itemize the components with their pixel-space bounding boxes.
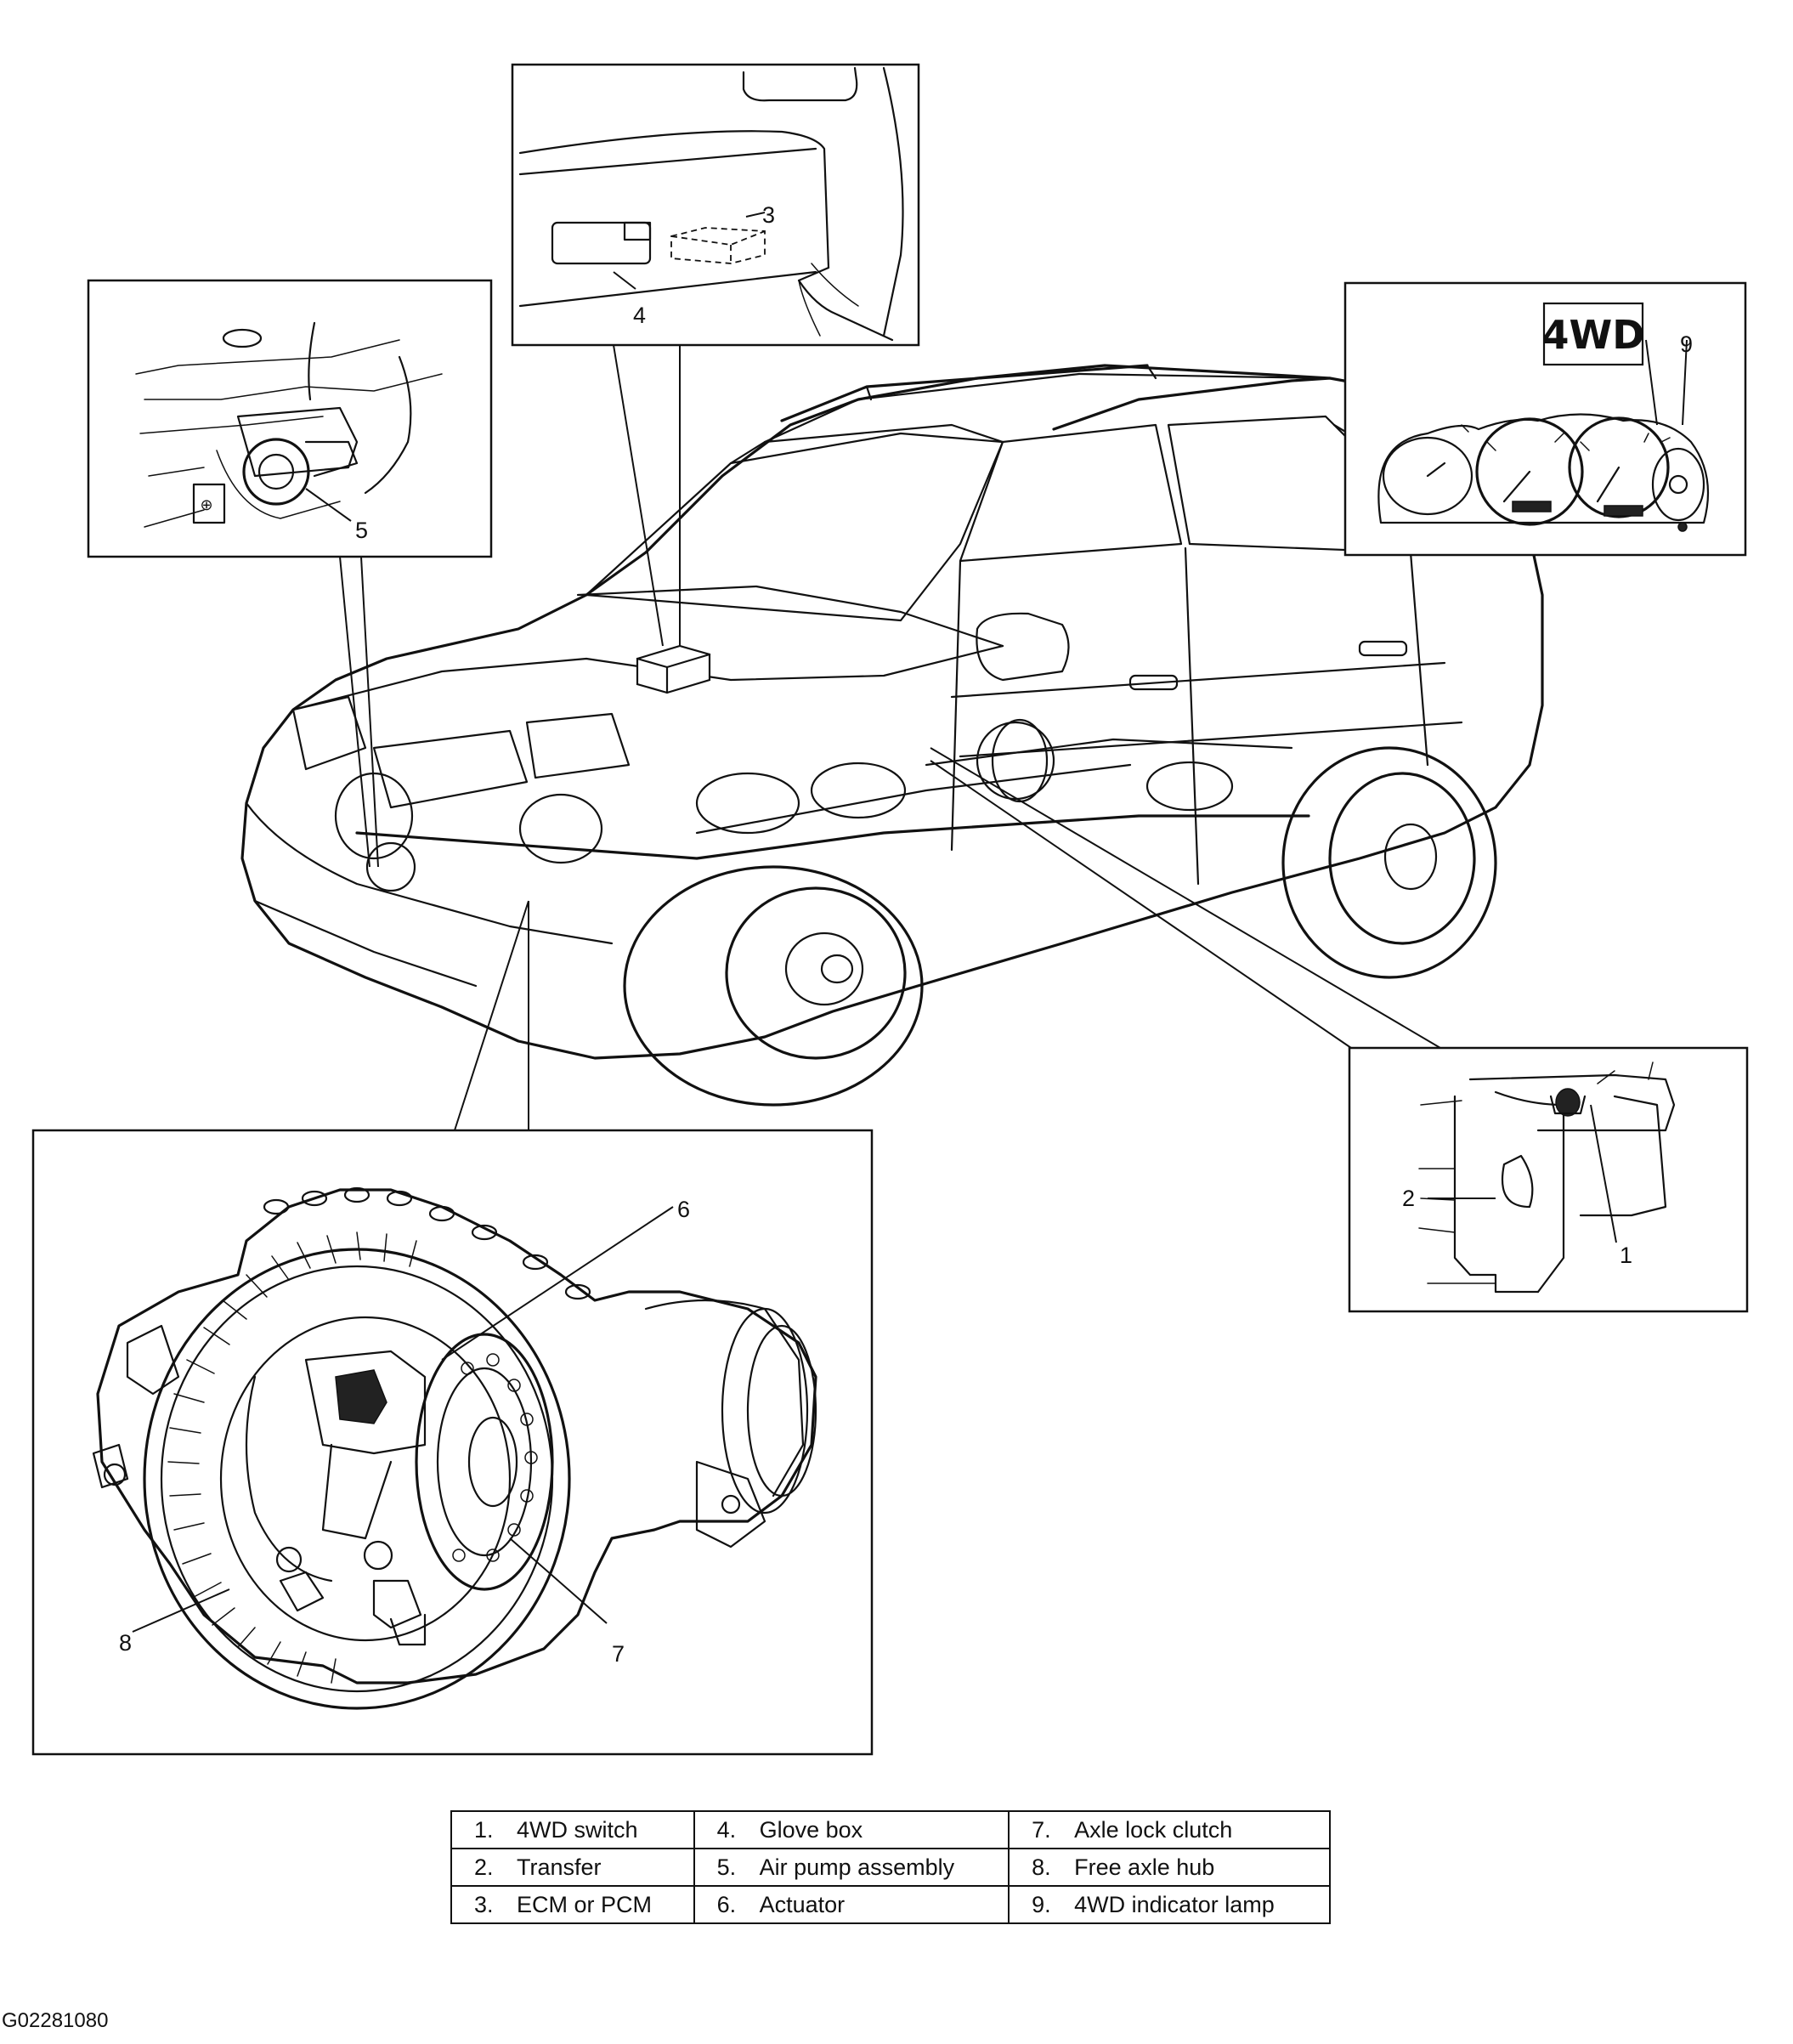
legend-label: Free axle hub [1074,1854,1215,1880]
indicator-badge-box [1542,302,1644,366]
inset-differential [31,1129,874,1756]
callout-4: 4 [633,303,646,328]
callout-9: 9 [1680,331,1693,357]
legend-cell: 2.Transfer [450,1848,695,1887]
callout-3: 3 [762,202,775,228]
inset-air-pump: ⊕ [87,279,493,558]
legend-cell: 3.ECM or PCM [450,1885,695,1924]
callout-8: 8 [119,1630,132,1656]
legend-row: 2.Transfer 5.Air pump assembly 8.Free ax… [450,1848,1331,1887]
svg-text:⊕: ⊕ [200,496,212,513]
legend-cell: 6.Actuator [693,1885,1010,1924]
legend-label: Actuator [759,1891,846,1917]
callout-5: 5 [355,518,368,543]
callout-1: 1 [1620,1243,1632,1268]
legend-label: Axle lock clutch [1074,1816,1233,1843]
inset-transfer [1348,1046,1749,1313]
legend-row: 1.4WD switch 4.Glove box 7.Axle lock clu… [450,1810,1331,1849]
legend-cell: 4.Glove box [693,1810,1010,1849]
legend-cell: 7.Axle lock clutch [1008,1810,1331,1849]
parts-legend-table: 1.4WD switch 4.Glove box 7.Axle lock clu… [450,1810,1331,1924]
leader-lines [132,212,1688,1633]
callout-7: 7 [612,1641,625,1667]
callouts: 1 2 3 4 5 6 7 8 9 4WD [119,202,1693,1667]
indicator-badge: 4WD [1542,312,1645,358]
legend-cell: 5.Air pump assembly [693,1848,1010,1887]
legend-label: 4WD switch [517,1816,638,1843]
legend-label: Glove box [759,1816,863,1843]
legend-label: 4WD indicator lamp [1074,1891,1275,1917]
legend-cell: 9.4WD indicator lamp [1008,1885,1331,1924]
legend-row: 3.ECM or PCM 6.Actuator 9.4WD indicator … [450,1885,1331,1924]
legend-label: ECM or PCM [517,1891,653,1917]
legend-label: Air pump assembly [759,1854,955,1880]
figure-id: G02281080 [2,2009,109,2032]
legend-cell: 1.4WD switch [450,1810,695,1849]
legend-cell: 8.Free axle hub [1008,1848,1331,1887]
callout-6: 6 [677,1197,690,1222]
legend-label: Transfer [517,1854,602,1880]
inset-cluster [1343,281,1747,557]
inset-glovebox [511,63,920,347]
callout-2: 2 [1402,1186,1415,1211]
